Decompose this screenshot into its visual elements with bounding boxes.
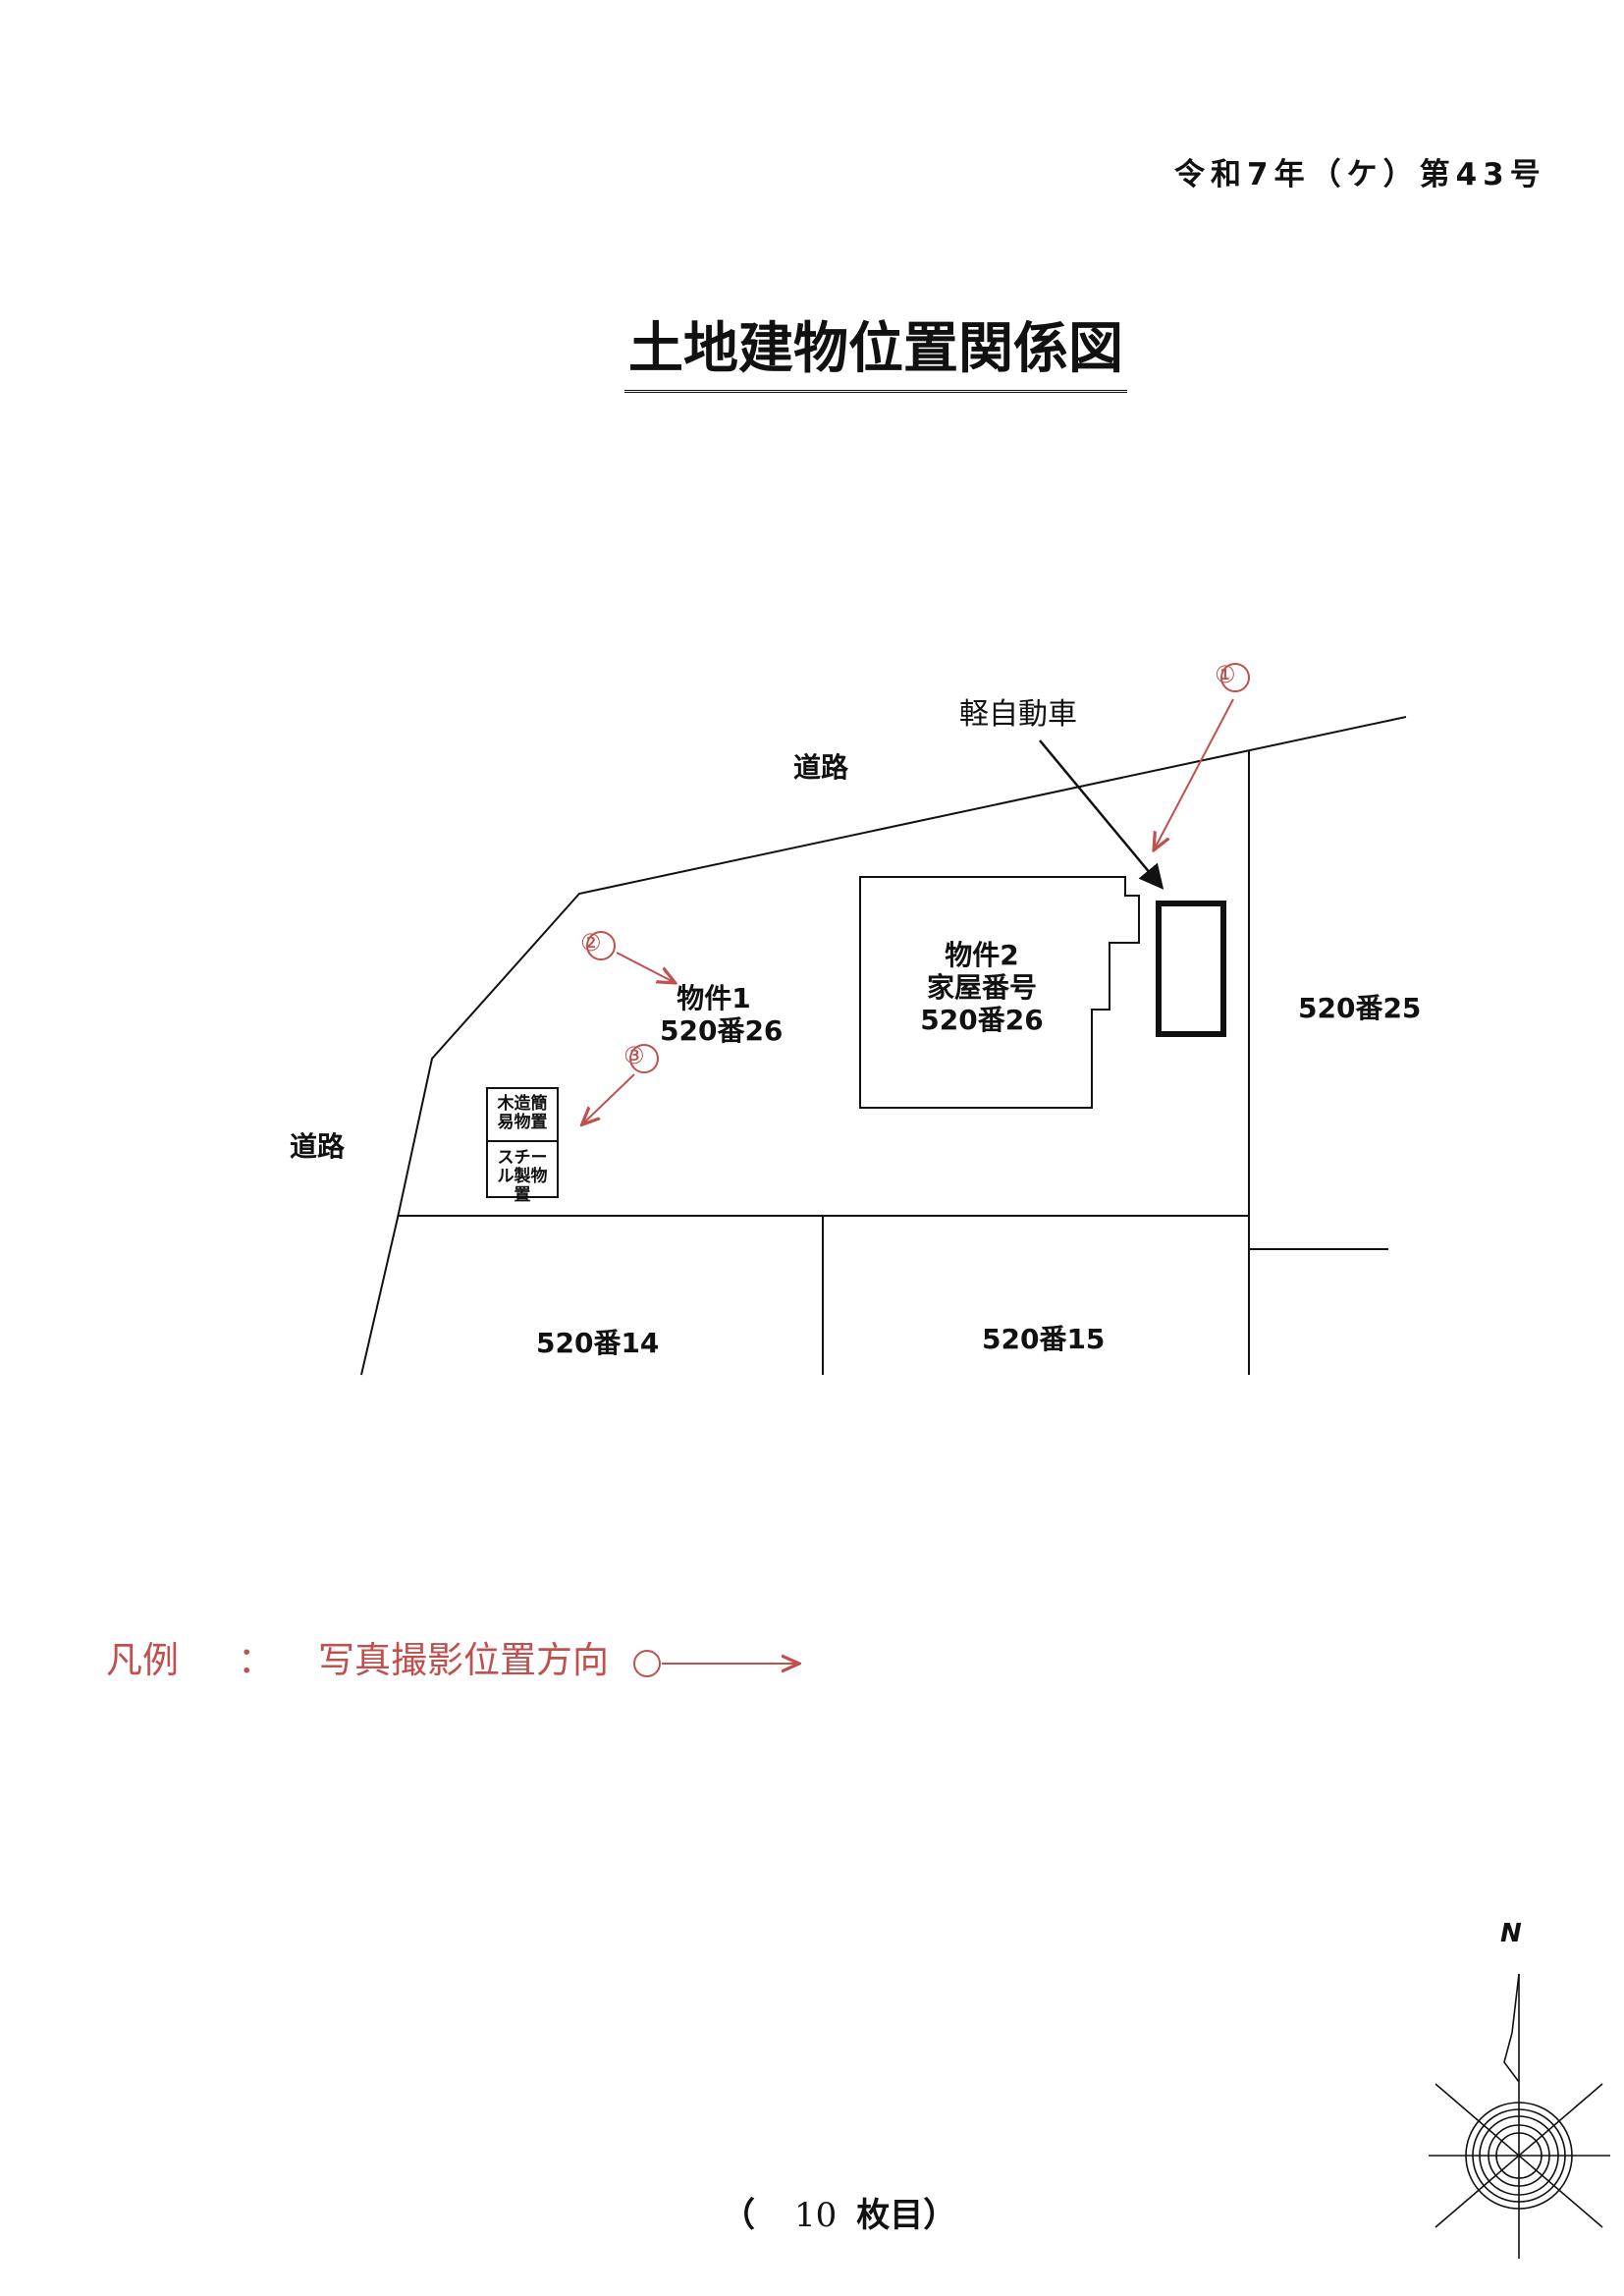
property2-name: 物件2 — [945, 939, 1019, 971]
page-title-text: 土地建物位置関係図 — [624, 304, 1127, 393]
page-count-number: 10 — [794, 2196, 838, 2235]
lot-14-label: 520番14 — [536, 1327, 660, 1359]
photo-marker-2: ② — [580, 929, 602, 957]
legend-separator: ： — [238, 1639, 274, 1681]
case-number: 令和7年（ケ）第43号 — [1174, 157, 1546, 192]
kei-car-box — [1156, 901, 1226, 1037]
property1-lot: 520番26 — [660, 1014, 784, 1047]
compass-icon — [1429, 1973, 1610, 2259]
photo-arrow-2 — [616, 952, 674, 982]
page-count-open: （ — [722, 2196, 755, 2235]
property1-label: 物件1 520番26 — [660, 982, 784, 1047]
photo-marker-2-circle — [586, 931, 616, 960]
photo-marker-1: ① — [1215, 661, 1236, 688]
kei-car-arrow — [1039, 739, 1164, 890]
legend-label: 凡例 — [106, 1639, 179, 1681]
photo-arrow-1 — [1155, 698, 1234, 848]
photo-marker-1-circle — [1220, 663, 1250, 692]
road-boundary-line — [360, 716, 1407, 1376]
page-count: （ 10 枚目） — [722, 2188, 956, 2236]
lot-15-label: 520番15 — [982, 1323, 1106, 1355]
north-label: N — [1500, 1919, 1522, 1948]
page-title: 土地建物位置関係図 — [0, 304, 1624, 393]
photo-marker-3-circle — [629, 1044, 659, 1073]
property2-house-no: 家屋番号 — [926, 971, 1037, 1004]
property1-name: 物件1 — [677, 982, 751, 1014]
road-label-left: 道路 — [290, 1130, 346, 1163]
photo-marker-3: ③ — [623, 1042, 645, 1069]
page-count-suffix: 枚目） — [856, 2196, 957, 2235]
house-outline — [859, 876, 1140, 1109]
property2-label: 物件2 家屋番号 520番26 — [913, 939, 1051, 1036]
shed-wood-label: 木造簡易物置 — [497, 1094, 548, 1132]
shed-box — [486, 1087, 559, 1198]
property2-lot: 520番26 — [920, 1004, 1044, 1036]
legend-text: 写真撮影位置方向 — [318, 1639, 609, 1681]
legend-symbol — [633, 1650, 797, 1677]
lot-25-label: 520番25 — [1298, 992, 1422, 1024]
kei-car-label: 軽自動車 — [959, 697, 1077, 732]
photo-arrow-3 — [583, 1073, 635, 1123]
road-label-top: 道路 — [793, 751, 849, 784]
legend: 凡例 ： 写真撮影位置方向 — [106, 1630, 646, 1683]
shed-steel-label: スチール製物置 — [497, 1148, 548, 1205]
